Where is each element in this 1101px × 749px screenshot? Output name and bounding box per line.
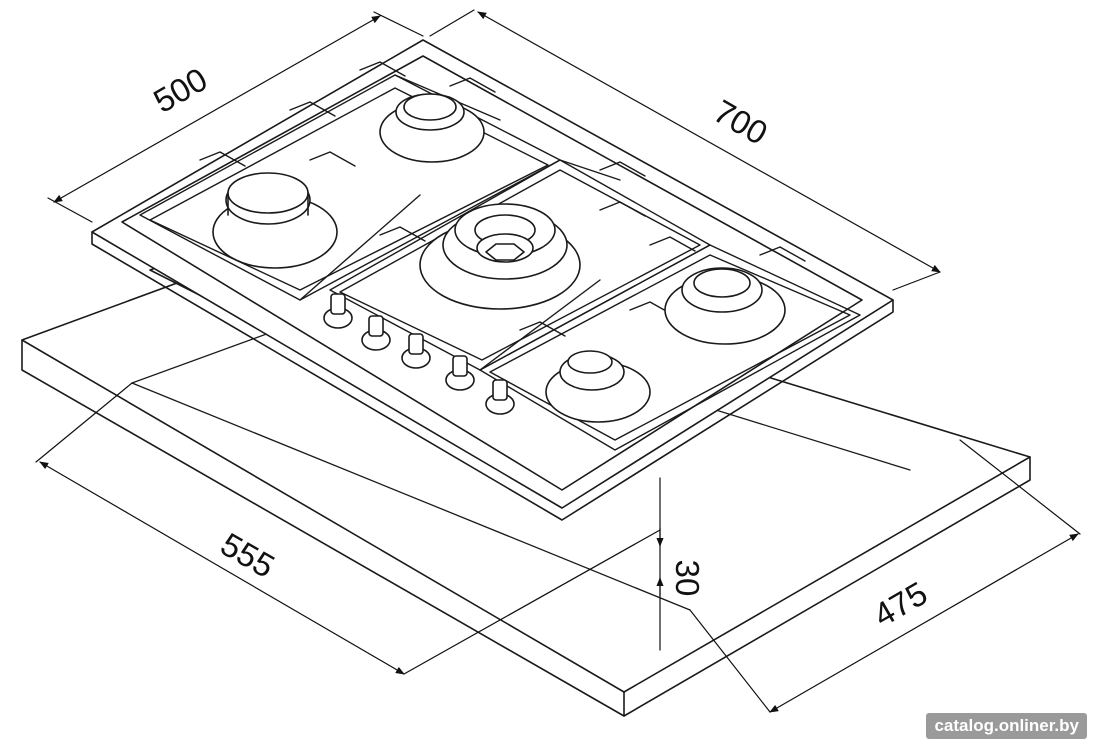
knob — [445, 355, 475, 391]
knob — [485, 379, 515, 415]
dimension-label-555: 555 — [215, 525, 281, 585]
dimension-label-30: 30 — [669, 560, 706, 597]
dimension-label-500: 500 — [147, 60, 213, 120]
dimension-label-475: 475 — [867, 574, 933, 634]
dimension-lines — [35, 9, 1081, 713]
watermark: catalog.onliner.by — [926, 713, 1087, 739]
burner-top — [379, 93, 485, 163]
burner-front-small — [545, 350, 651, 423]
control-knobs — [323, 293, 515, 415]
burner-right — [664, 267, 786, 345]
knob — [323, 293, 353, 329]
knob — [361, 315, 391, 351]
dimension-label-700: 700 — [708, 92, 774, 152]
knob — [401, 333, 431, 369]
